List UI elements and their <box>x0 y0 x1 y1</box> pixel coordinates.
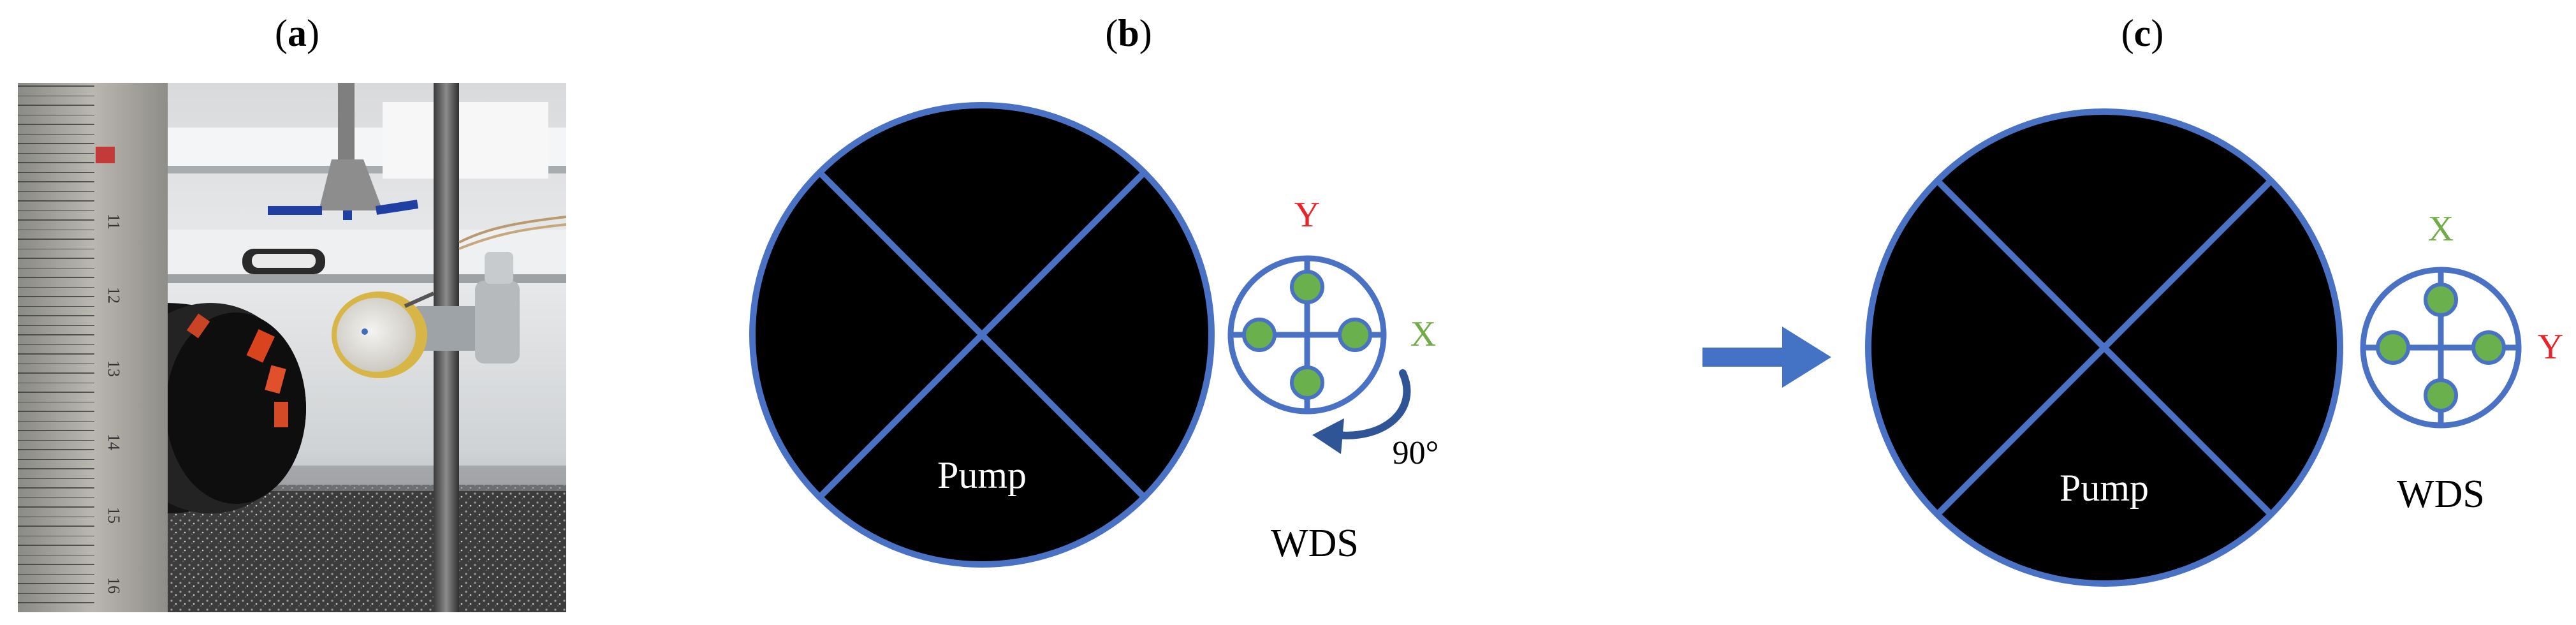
svg-text:16: 16 <box>105 577 123 594</box>
pump-circle-b <box>749 102 1215 568</box>
pump-label-c: Pump <box>2060 467 2149 509</box>
svg-text:14: 14 <box>105 434 123 450</box>
svg-text:12: 12 <box>105 287 123 304</box>
rotation-label: 90° <box>1393 435 1439 471</box>
axis-label-x-b: X <box>1410 314 1436 354</box>
wds-sensor-c <box>2360 267 2522 429</box>
sensor-dot <box>1338 318 1372 352</box>
sensor-dot <box>2376 330 2410 365</box>
sensor-dot <box>1290 365 1324 400</box>
panel-c-diagram: Pump X Y WDS <box>1865 108 2563 587</box>
sensor-dot <box>1242 318 1277 352</box>
panel-label-c: (c) <box>2121 12 2164 54</box>
sensor-dot <box>2471 330 2506 365</box>
pump-circle-c <box>1865 108 2343 587</box>
axis-label-y-c: Y <box>2538 327 2563 367</box>
panel-label-a: (a) <box>275 12 319 54</box>
wds-label-b: WDS <box>1271 522 1359 565</box>
sensor-dot <box>1290 270 1324 304</box>
sensor-dot <box>2424 283 2458 317</box>
curved-arrow-icon <box>1312 369 1411 454</box>
panel-label-b: (b) <box>1105 12 1152 54</box>
right-arrow-icon <box>1702 327 1831 388</box>
axis-label-y-b: Y <box>1294 195 1320 235</box>
svg-text:11: 11 <box>105 214 123 230</box>
axis-label-x-c: X <box>2428 209 2454 249</box>
sensor-dot <box>2424 378 2458 413</box>
experiment-photo: 11 12 13 14 15 16 <box>18 83 566 612</box>
panel-b-diagram: Pump Y X 90° WDS <box>749 102 1439 568</box>
svg-text:13: 13 <box>105 360 123 377</box>
svg-text:15: 15 <box>105 507 123 524</box>
wds-label-c: WDS <box>2397 473 2485 516</box>
wds-sensor-b <box>1227 255 1387 415</box>
ruler-numbers: 11 12 13 14 15 16 <box>105 214 123 594</box>
pump-label-b: Pump <box>937 454 1027 496</box>
